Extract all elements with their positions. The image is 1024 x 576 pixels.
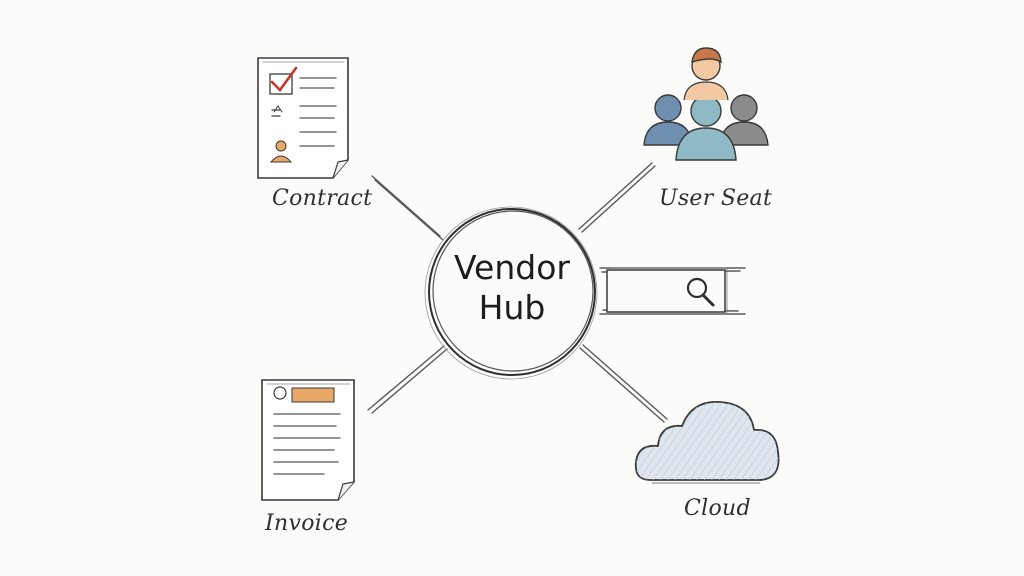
invoice-label: Invoice [265,511,349,536]
search-field[interactable] [606,267,728,314]
hub-label-line2: Hub [478,288,546,327]
hub-label: Vendor Hub [432,248,592,328]
user-seat-label: User Seat [659,186,773,211]
people-group-icon [643,47,769,161]
hub-circle [424,206,598,380]
connector-invoice [367,345,448,414]
cloud-icon [634,401,780,484]
connector-cloud [579,344,668,423]
cloud-label: Cloud [684,496,751,521]
connector-user-seat [578,162,656,233]
contract-label: Contract [272,186,373,211]
checklist-document-icon [257,57,349,179]
hub-label-line1: Vendor [454,248,570,287]
connector-contract [371,175,444,241]
search-icon[interactable] [686,277,715,307]
invoice-document-icon [261,379,355,501]
